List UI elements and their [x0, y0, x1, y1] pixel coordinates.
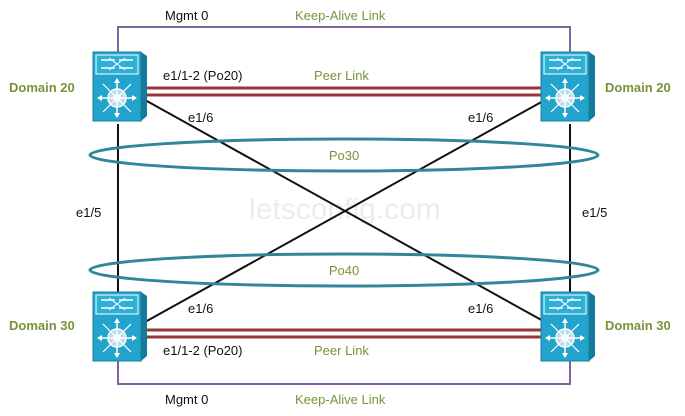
watermark: letsconfig.com: [249, 193, 441, 226]
po30-ellipse: [88, 137, 600, 173]
top-mgmt-label: Mgmt 0: [165, 8, 208, 23]
top-peer-link-label: Peer Link: [314, 68, 369, 83]
top-peer-ports-label: e1/1-2 (Po20): [163, 68, 243, 83]
bottom-right-cross-port-label: e1/6: [468, 301, 493, 316]
bottom-keepalive-label: Keep-Alive Link: [295, 392, 386, 407]
bottom-peer-link: [145, 328, 543, 339]
bottom-left-domain-label: Domain 30: [9, 318, 75, 333]
bottom-keepalive-link: [117, 358, 571, 385]
top-right-domain-label: Domain 20: [605, 80, 671, 95]
switch-top-right-icon: [540, 51, 596, 122]
switch-bottom-left-icon: [92, 291, 148, 362]
bottom-left-cross-port-label: e1/6: [188, 301, 213, 316]
right-vertical-port-label: e1/5: [582, 205, 607, 220]
top-right-cross-port-label: e1/6: [468, 110, 493, 125]
top-keepalive-label: Keep-Alive Link: [295, 8, 386, 23]
bottom-right-domain-label: Domain 30: [605, 318, 671, 333]
top-left-domain-label: Domain 20: [9, 80, 75, 95]
switch-bottom-right-icon: [540, 291, 596, 362]
po40-label: Po40: [329, 263, 359, 278]
left-vertical-port-label: e1/5: [76, 205, 101, 220]
top-peer-link: [145, 86, 543, 97]
bottom-mgmt-label: Mgmt 0: [165, 392, 208, 407]
top-left-cross-port-label: e1/6: [188, 110, 213, 125]
po30-label: Po30: [329, 148, 359, 163]
po40-ellipse: [88, 252, 600, 288]
switch-top-left-icon: [92, 51, 148, 122]
bottom-peer-link-label: Peer Link: [314, 343, 369, 358]
bottom-peer-ports-label: e1/1-2 (Po20): [163, 343, 243, 358]
top-keepalive-link: [117, 26, 571, 57]
